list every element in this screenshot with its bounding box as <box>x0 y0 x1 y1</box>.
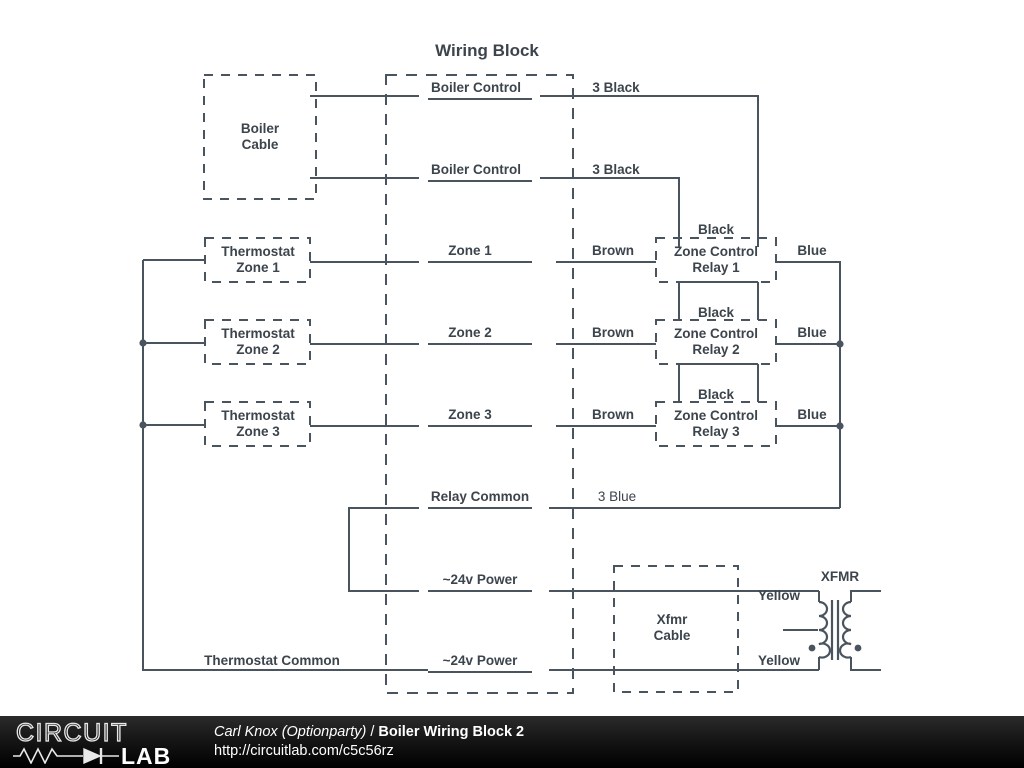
logo-word-circuit: CIRCUIT <box>16 719 128 747</box>
xfmr-secondary-coil <box>838 600 852 659</box>
wire-3-black-2 <box>573 177 680 247</box>
wire-blue-1 <box>776 261 841 508</box>
zone-control-relay-3-label-line2: Relay 3 <box>692 424 740 439</box>
circuit-schematic[interactable]: Wiring Block Boiler Cable Boiler Control… <box>0 0 1024 716</box>
wire-label-yellow-bottom: Yellow <box>758 653 801 668</box>
xfmr-primary-polarity-dot <box>808 644 816 652</box>
circuitlab-logo-svg: CIRCUIT LAB <box>13 718 171 764</box>
wire-label-thermostat-common: Thermostat Common <box>204 653 340 668</box>
wire-relay-common-bracket <box>348 507 419 592</box>
wire-label-blue-3: Blue <box>797 407 827 422</box>
terminal-label-24v-upper: ~24v Power <box>443 572 518 587</box>
wire-label-black-2: Black <box>698 305 735 320</box>
thermostat-zone-2-label-line1: Thermostat <box>221 326 295 341</box>
xfmr-label: XFMR <box>821 569 859 584</box>
wire-xfmr-secondary-top-lead <box>850 590 881 602</box>
terminal-label-relay-common: Relay Common <box>431 489 529 504</box>
wire-label-brown-3: Brown <box>592 407 634 422</box>
terminal-label-zone-1: Zone 1 <box>448 243 492 258</box>
wire-label-brown-1: Brown <box>592 243 634 258</box>
wire-label-brown-2: Brown <box>592 325 634 340</box>
wire-xfmr-secondary-bottom-lead <box>850 657 881 671</box>
terminal-label-zone-3: Zone 3 <box>448 407 492 422</box>
circuitlab-logo[interactable]: CIRCUIT LAB <box>0 718 212 766</box>
logo-word-lab: LAB <box>121 743 171 764</box>
wire-label-blue-2: Blue <box>797 325 827 340</box>
boiler-cable-label-line2: Cable <box>242 137 279 152</box>
wire-label-3-black-2: 3 Black <box>592 162 640 177</box>
wire-label-blue-1: Blue <box>797 243 827 258</box>
resistor-icon <box>13 747 83 764</box>
thermostat-zone-1-label-line2: Zone 1 <box>236 260 280 275</box>
junction-dot-thermostat-3 <box>139 421 147 429</box>
terminal-label-boiler-control-2: Boiler Control <box>431 162 521 177</box>
wire-3-black-1 <box>573 95 759 247</box>
terminal-label-zone-2: Zone 2 <box>448 325 492 340</box>
footer-credit: Carl Knox (Optionparty) / Boiler Wiring … <box>212 723 1024 760</box>
terminal-label-boiler-control-1: Boiler Control <box>431 80 521 95</box>
diagram-title: Wiring Block <box>435 41 539 60</box>
zone-control-relay-2-label-line2: Relay 2 <box>692 342 739 357</box>
diode-icon <box>83 747 119 764</box>
footer-credit-line: Carl Knox (Optionparty) / Boiler Wiring … <box>214 723 1024 742</box>
junction-dot-thermostat-2 <box>139 339 147 347</box>
xfmr-secondary-polarity-dot <box>854 644 862 652</box>
xfmr-cable-box[interactable] <box>613 565 739 693</box>
boiler-cable-label-line1: Boiler <box>241 121 280 136</box>
wire-label-3-blue: 3 Blue <box>598 489 636 504</box>
wire-thermostat-common-bus <box>142 260 428 671</box>
wire-label-yellow-top: Yellow <box>758 588 801 603</box>
wire-label-black-1: Black <box>698 222 735 237</box>
junction-dot-blue-3 <box>836 422 844 430</box>
footer-separator: / <box>366 724 379 741</box>
wire-label-black-3: Black <box>698 387 735 402</box>
xfmr-cable-label-line1: Xfmr <box>657 612 689 627</box>
xfmr-cable-label-line2: Cable <box>654 628 691 643</box>
junction-dot-blue-2 <box>836 340 844 348</box>
wiring-block-boundary <box>385 74 574 694</box>
footer-url[interactable]: http://circuitlab.com/c5c56rz <box>214 743 394 759</box>
zone-control-relay-3-box[interactable] <box>655 401 777 447</box>
zone-control-relay-1-label-line2: Relay 1 <box>692 260 740 275</box>
footer-bar: CIRCUIT LAB Carl Knox (Optionparty) / Bo… <box>0 716 1024 768</box>
wire-label-3-black-1: 3 Black <box>592 80 640 95</box>
xfmr-primary-coil <box>818 600 832 659</box>
boiler-cable-box[interactable] <box>203 74 317 200</box>
thermostat-zone-2-label-line2: Zone 2 <box>236 342 280 357</box>
thermostat-zone-3-label-line1: Thermostat <box>221 408 295 423</box>
zone-control-relay-1-label-line1: Zone Control <box>674 244 758 259</box>
zone-control-relay-3-label-line1: Zone Control <box>674 408 758 423</box>
zone-control-relay-2-label-line1: Zone Control <box>674 326 758 341</box>
thermostat-zone-1-label-line1: Thermostat <box>221 244 295 259</box>
terminal-label-24v-lower: ~24v Power <box>443 653 518 668</box>
thermostat-zone-3-label-line2: Zone 3 <box>236 424 280 439</box>
footer-title: Boiler Wiring Block 2 <box>378 724 525 741</box>
footer-author: Carl Knox (Optionparty) <box>214 724 367 741</box>
